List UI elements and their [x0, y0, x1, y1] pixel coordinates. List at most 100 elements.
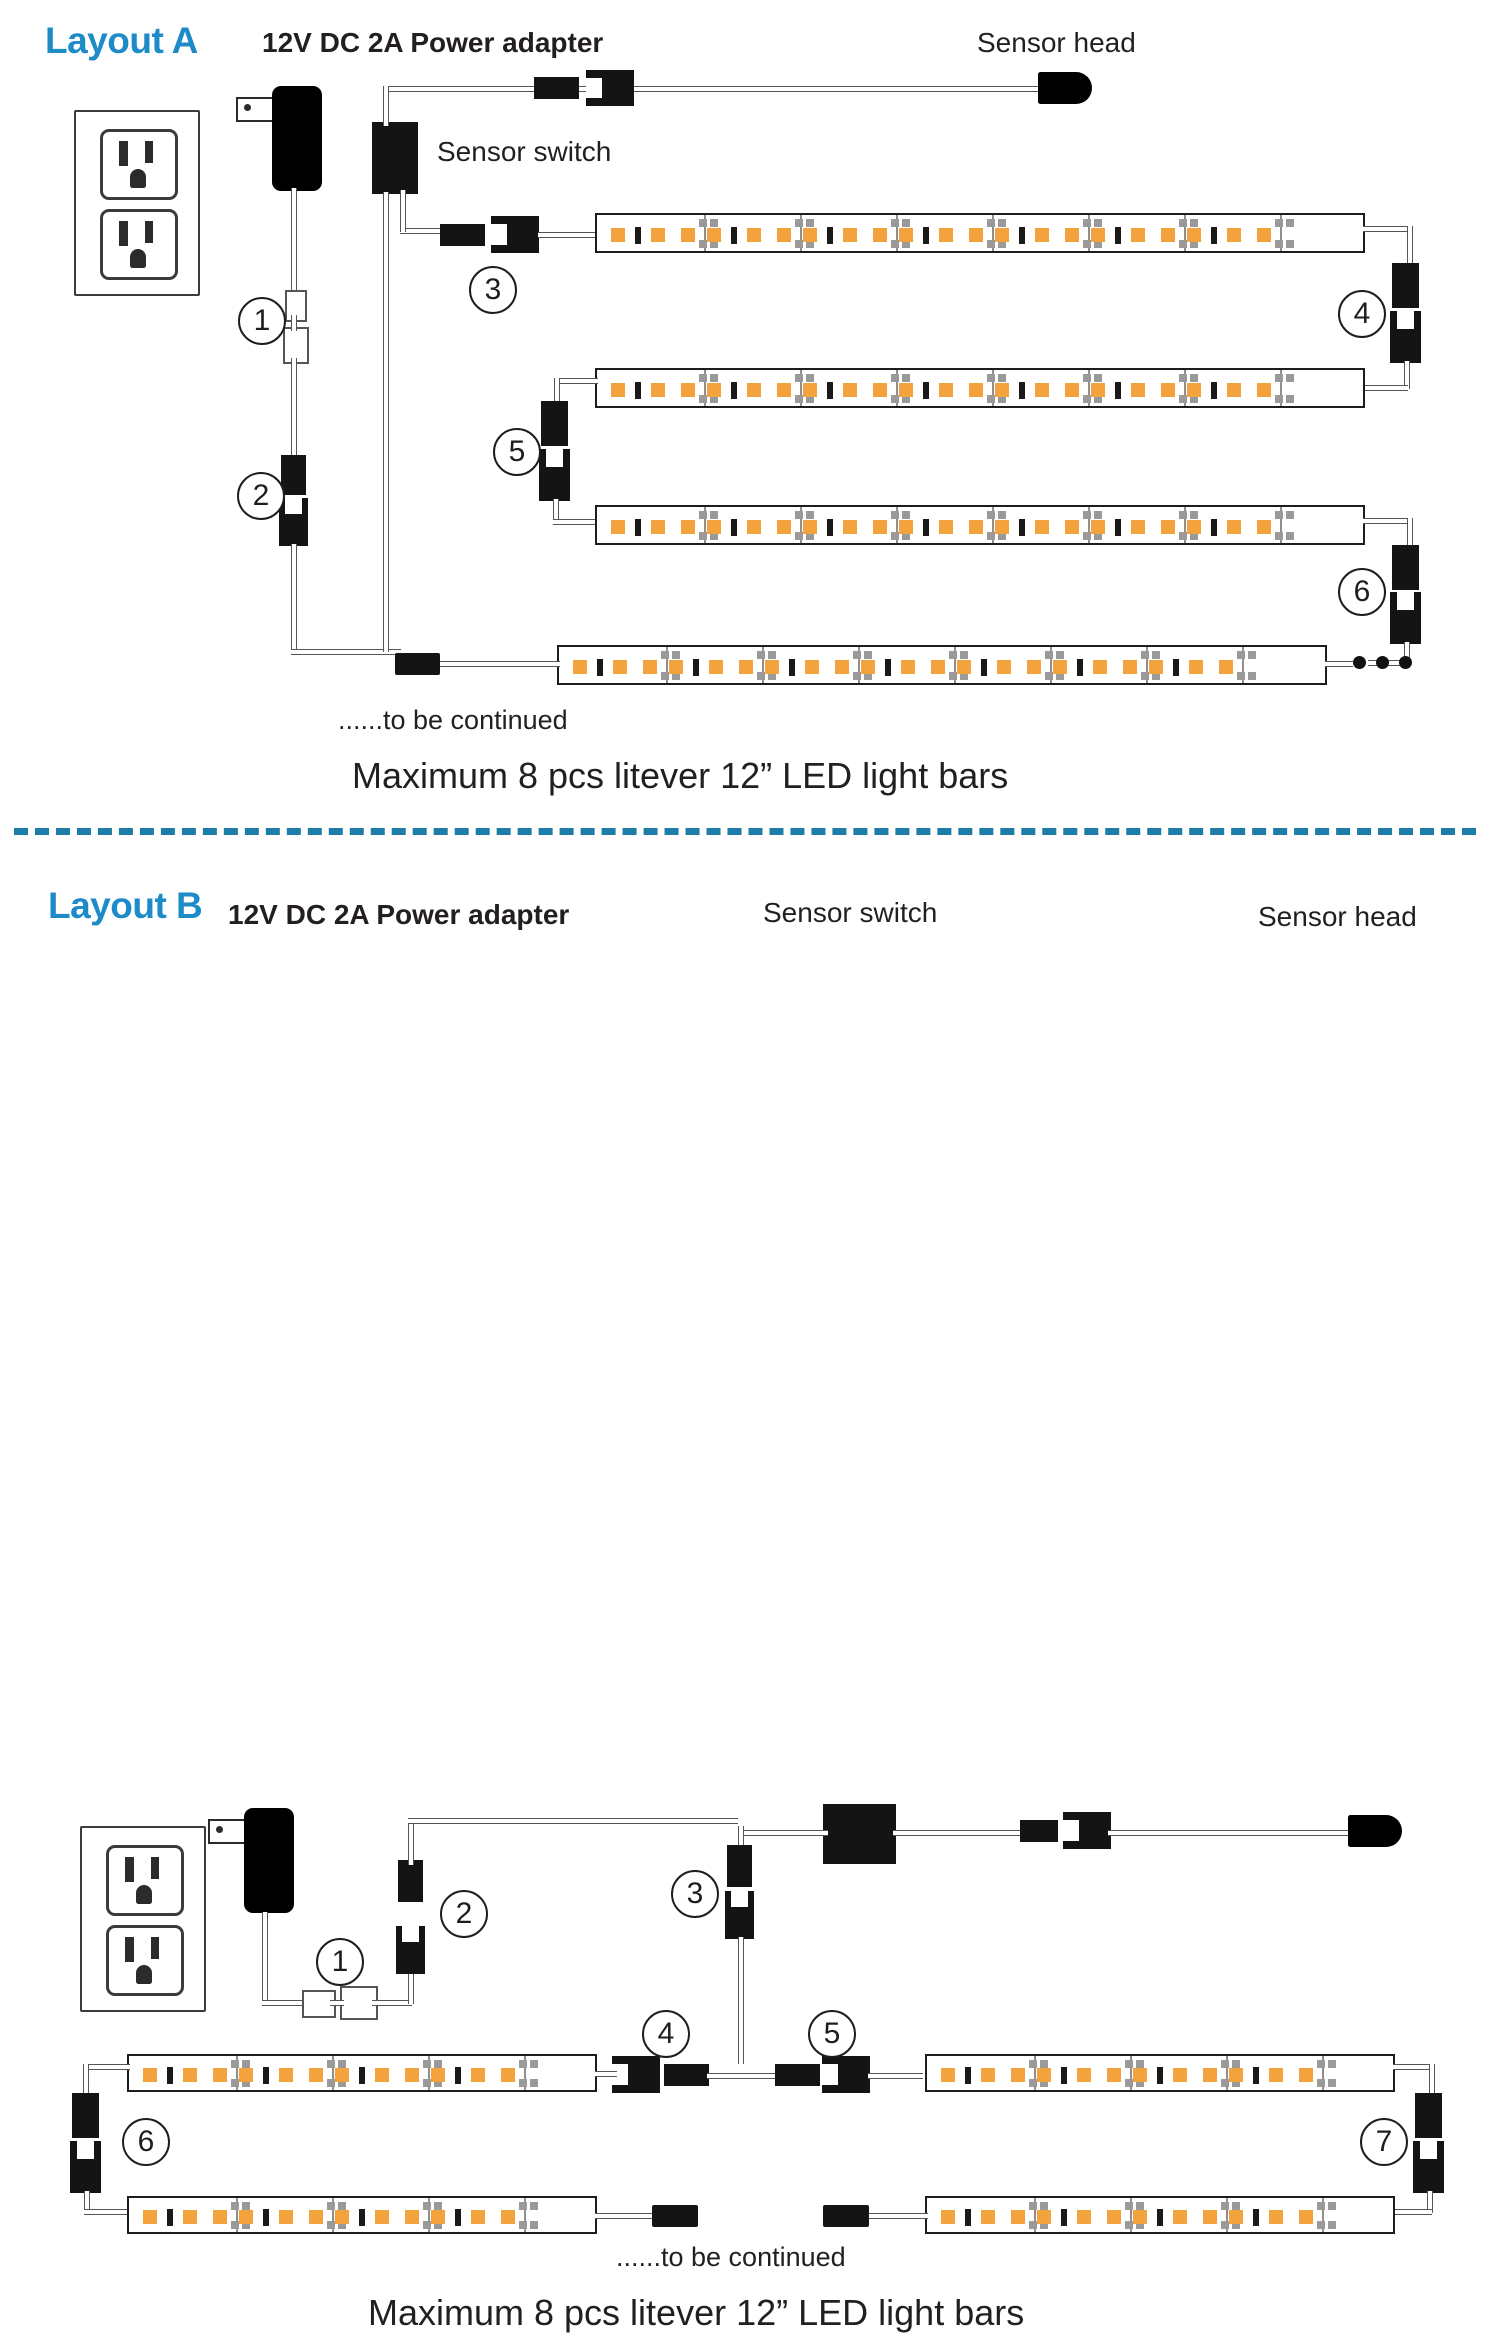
solder-pad	[1286, 374, 1294, 382]
led-chip	[651, 383, 665, 397]
led-chip	[1011, 2210, 1025, 2224]
led-chip	[573, 660, 587, 674]
led-chip	[1077, 2068, 1091, 2082]
led-chip	[969, 520, 983, 534]
solder-pad	[1094, 511, 1102, 519]
led-chip	[375, 2068, 389, 2082]
solder-pad	[1029, 2060, 1037, 2068]
led-chip	[501, 2210, 515, 2224]
wire-connector6-down	[1404, 642, 1410, 664]
connector-b2-female	[396, 1926, 425, 1974]
led-chip	[279, 2068, 293, 2082]
led-chip	[1227, 520, 1241, 534]
wire-b4-to-trunk	[707, 2073, 740, 2079]
led-chip	[939, 228, 953, 242]
solder-pad	[1094, 219, 1102, 227]
led-chip	[995, 520, 1009, 534]
adapter-b-wire-right	[262, 2000, 302, 2006]
led-chip	[835, 660, 849, 674]
led-chip	[1257, 228, 1271, 242]
solder-pad	[710, 532, 718, 540]
resistor-chip	[693, 659, 699, 676]
led-light-bar-icon	[925, 2196, 1395, 2234]
solder-pad	[519, 2079, 527, 2087]
led-chip	[239, 2210, 253, 2224]
led-chip	[707, 520, 721, 534]
cut-line	[1050, 647, 1053, 683]
power-adapter-icon	[236, 84, 346, 194]
solder-pad	[1328, 2202, 1336, 2210]
cut-line	[1184, 215, 1187, 251]
resistor-chip	[359, 2067, 365, 2084]
wire-b2bar-right	[595, 2213, 655, 2219]
solder-pad	[1152, 651, 1160, 659]
led-chip	[183, 2210, 197, 2224]
led-chip	[1161, 520, 1175, 534]
led-chip	[843, 520, 857, 534]
layout-a-sensor-head-label: Sensor head	[977, 27, 1136, 58]
solder-pad	[1275, 219, 1283, 227]
solder-pad	[231, 2221, 239, 2229]
led-chip	[1065, 228, 1079, 242]
solder-pad	[949, 651, 957, 659]
solder-pad	[806, 374, 814, 382]
solder-pad	[1136, 2202, 1144, 2210]
sensor-inline-connector-male	[1020, 1820, 1058, 1842]
solder-pad	[231, 2060, 239, 2068]
solder-pad	[1328, 2079, 1336, 2087]
cut-line	[1242, 647, 1245, 683]
solder-pad	[1275, 532, 1283, 540]
solder-pad	[1221, 2202, 1229, 2210]
layout-b-section: Layout B 12V DC 2A Power adapter Sensor …	[0, 860, 1500, 2333]
solder-pad	[1221, 2079, 1229, 2087]
resistor-chip	[731, 227, 737, 244]
solder-pad	[699, 374, 707, 382]
led-chip	[143, 2210, 157, 2224]
led-chip	[805, 660, 819, 674]
solder-pad	[998, 395, 1006, 403]
connector-b7-male	[1415, 2093, 1442, 2138]
led-chip	[981, 2210, 995, 2224]
cut-line	[1280, 370, 1283, 406]
resistor-chip	[1019, 382, 1025, 399]
wire-b4bar-left	[868, 2213, 928, 2219]
layout-a-caption: Maximum 8 pcs litever 12” LED light bars	[352, 755, 1009, 796]
solder-pad	[1179, 219, 1187, 227]
connector-4-female	[1390, 311, 1421, 363]
wire-b5-to-bar	[868, 2073, 923, 2079]
marker-b-7: 7	[1360, 2118, 1408, 2166]
resistor-chip	[359, 2209, 365, 2226]
led-chip	[1131, 228, 1145, 242]
solder-pad	[902, 374, 910, 382]
led-chip	[1229, 2068, 1243, 2082]
solder-pad	[423, 2202, 431, 2210]
solder-pad	[987, 395, 995, 403]
led-chip	[1037, 2068, 1051, 2082]
solder-pad	[1286, 532, 1294, 540]
solder-pad	[1328, 2221, 1336, 2229]
cut-line	[954, 647, 957, 683]
solder-pad	[1275, 395, 1283, 403]
marker-a-4: 4	[1338, 290, 1386, 338]
layout-b-title: Layout B	[48, 885, 203, 926]
led-chip	[611, 520, 625, 534]
solder-pad	[699, 395, 707, 403]
solder-pad	[1286, 395, 1294, 403]
solder-pad	[1083, 532, 1091, 540]
power-outlet-icon	[80, 1826, 206, 2012]
solder-pad	[1317, 2221, 1325, 2229]
marker-b-2: 2	[440, 1890, 488, 1938]
led-chip	[1133, 2068, 1147, 2082]
led-chip	[681, 228, 695, 242]
solder-pad	[902, 395, 910, 403]
layout-a-sensor-switch-label: Sensor switch	[437, 136, 612, 167]
wire-b1bar-left-down	[83, 2064, 89, 2096]
led-chip	[405, 2210, 419, 2224]
resistor-chip	[731, 382, 737, 399]
solder-pad	[1056, 672, 1064, 680]
solder-pad	[1125, 2202, 1133, 2210]
solder-pad	[1083, 511, 1091, 519]
wire-b3bar-right	[1393, 2064, 1433, 2070]
resistor-chip	[827, 382, 833, 399]
led-chip	[1187, 228, 1201, 242]
